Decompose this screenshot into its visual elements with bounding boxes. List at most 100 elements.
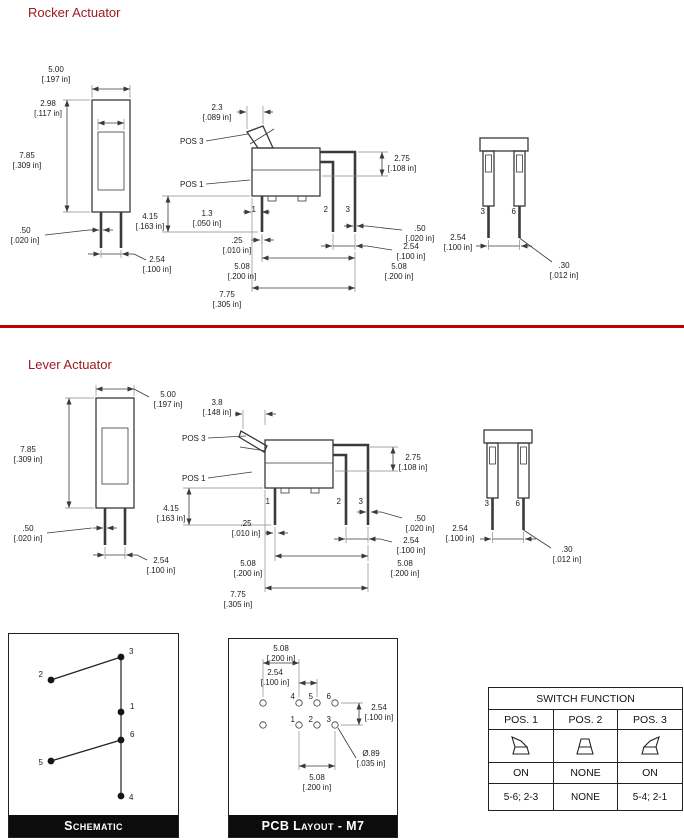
pcb-pin-5: 5 <box>309 692 314 701</box>
dim-pcb-row-pitch: 2.54[.100 in] <box>365 703 393 722</box>
dim-rocker-body-height: 7.85[.309 in] <box>13 151 41 170</box>
lever-rear-view: 3 6 <box>483 429 533 530</box>
schematic-pin-3: 3 <box>129 647 134 656</box>
table-header-pos2: POS. 2 <box>553 709 618 730</box>
pcb-hole <box>259 699 267 707</box>
schematic-node-2 <box>47 676 55 684</box>
lever-section-title: Lever Actuator <box>28 357 112 372</box>
schematic-pin-5: 5 <box>39 758 44 767</box>
dim-lever-left-pin-width: .50[.020 in] <box>14 524 42 543</box>
lever-front-view: 1 2 3 POS 3 POS 1 <box>182 430 370 525</box>
dim-lever-span-left: 5.08[.200 in] <box>234 559 262 578</box>
dim-lever-lead-spacing: 2.75[.108 in] <box>399 453 427 472</box>
rocker-tilt-left-icon <box>487 729 555 763</box>
pcb-layout-panel: 4 5 6 1 2 3 5.08[.200 in] 2.54[.100 in] … <box>228 638 398 838</box>
pcb-pin-4: 4 <box>291 692 296 701</box>
dim-rocker-pin-thickness: .25[.010 in] <box>223 236 251 255</box>
pcb-pin-1: 1 <box>291 715 296 724</box>
dim-pcb-col-pitch: 2.54[.100 in] <box>261 668 289 687</box>
lever-pin-label-2: 2 <box>337 497 342 506</box>
contacts-pos2: NONE <box>553 783 618 811</box>
dim-lever-span-right: 5.08[.200 in] <box>391 559 419 578</box>
lever-pos1-label: POS 1 <box>182 474 206 483</box>
dim-lever-overall-width: 7.75[.305 in] <box>224 590 252 609</box>
section-divider <box>0 325 684 328</box>
lever-pin-label-1: 1 <box>266 497 271 506</box>
dim-rocker-travel: 2.3[.089 in] <box>203 103 231 122</box>
technical-drawing: 5.00[.197 in] 2.98[.117 in] 7.85[.309 in… <box>11 65 581 609</box>
state-pos1: ON <box>487 762 555 784</box>
schematic-pin-2: 2 <box>39 670 44 679</box>
pcb-hole <box>259 721 267 729</box>
dim-lever-body-height: 7.85[.309 in] <box>14 445 42 464</box>
dim-rocker-lead-spacing: 2.75[.108 in] <box>388 154 416 173</box>
rocker-front-dims: 2.3[.089 in] 2.75[.108 in] 4.15[.163 in]… <box>136 103 434 309</box>
schematic-node-5 <box>47 757 55 765</box>
rocker-section-title: Rocker Actuator <box>28 5 121 20</box>
rocker-side-view <box>91 99 131 248</box>
schematic-footer-label: Schematic <box>9 815 178 837</box>
table-header-pos3: POS. 3 <box>616 709 684 730</box>
lever-front-dims: 3.8[.148 in] 2.75[.108 in] 4.15[.163 in]… <box>157 398 434 609</box>
dim-rocker-span-left: 5.08[.200 in] <box>228 262 256 281</box>
pcb-hole-5 <box>313 699 321 707</box>
dim-lever-side-pitch: 2.54[.100 in] <box>446 524 474 543</box>
dim-lever-pin-thickness: .25[.010 in] <box>232 519 260 538</box>
pcb-pin-3: 3 <box>327 715 332 724</box>
rocker-side-dims: 5.00[.197 in] 2.98[.117 in] 7.85[.309 in… <box>11 65 171 274</box>
pcb-pin-6: 6 <box>327 692 332 701</box>
schematic-node-6 <box>117 736 125 744</box>
pcb-pin-2: 2 <box>309 715 314 724</box>
schematic-pin-6: 6 <box>130 730 135 739</box>
pcb-hole-6 <box>331 699 339 707</box>
dim-lever-pin-length: 4.15[.163 in] <box>157 504 185 523</box>
rocker-pos1-label: POS 1 <box>180 180 204 189</box>
rocker-pin-label-3: 3 <box>346 205 351 214</box>
dim-rocker-side-pitch: 2.54[.100 in] <box>444 233 472 252</box>
lever-rear-pin-label-3: 3 <box>485 499 490 508</box>
pcb-hole-1 <box>295 721 303 729</box>
dim-lever-right-pitch: 2.54[.100 in] <box>397 536 425 555</box>
dim-lever-side-pin-thickness: .30[.012 in] <box>553 545 581 564</box>
dim-lever-left-pitch: 2.54[.100 in] <box>147 556 175 575</box>
rocker-pin-label-1: 1 <box>252 205 257 214</box>
pcb-hole-3 <box>331 721 339 729</box>
schematic-node-1 <box>117 708 125 716</box>
dim-rocker-pin-offset: 1.3[.050 in] <box>193 209 221 228</box>
schematic-node-3 <box>117 653 125 661</box>
table-header-pos1: POS. 1 <box>487 709 555 730</box>
dim-pcb-col-span: 5.08[.200 in] <box>267 644 295 663</box>
schematic-drawing: 3 1 6 4 2 5 <box>39 647 135 802</box>
rocker-rear-dims: 2.54[.100 in] .30[.012 in] <box>444 233 578 280</box>
schematic-pin-1: 1 <box>130 702 135 711</box>
dim-pcb-bottom-span: 5.08[.200 in] <box>303 773 331 792</box>
pcb-footer-label: PCB Layout - M7 <box>229 815 397 837</box>
dim-rocker-left-pin-width: .50[.020 in] <box>11 226 39 245</box>
rocker-center-icon <box>553 729 618 763</box>
dim-rocker-left-pitch: 2.54[.100 in] <box>143 255 171 274</box>
lever-pos3-label: POS 3 <box>182 434 206 443</box>
table-title: SWITCH FUNCTION <box>488 687 683 710</box>
lever-pin-label-3: 3 <box>359 497 364 506</box>
schematic-node-4 <box>117 792 125 800</box>
state-pos3: ON <box>616 762 684 784</box>
rocker-rear-pin-label-3: 3 <box>481 207 486 216</box>
dim-lever-travel: 3.8[.148 in] <box>203 398 231 417</box>
lever-rear-pin-label-6: 6 <box>516 499 521 508</box>
dim-rocker-side-pin-thickness: .30[.012 in] <box>550 261 578 280</box>
contacts-pos1: 5-6; 2-3 <box>487 783 555 811</box>
pcb-hole-4 <box>295 699 303 707</box>
contacts-pos3: 5-4; 2-1 <box>616 783 684 811</box>
lever-side-dims: 5.00[.197 in] 7.85[.309 in] .50[.020 in]… <box>14 385 182 575</box>
dim-rocker-pin-length: 4.15[.163 in] <box>136 212 164 231</box>
pcb-drawing: 4 5 6 1 2 3 5.08[.200 in] 2.54[.100 in] … <box>259 644 393 792</box>
dim-lever-top-width: 5.00[.197 in] <box>154 390 182 409</box>
schematic-panel: 3 1 6 4 2 5 Schematic <box>8 633 179 838</box>
rocker-tilt-right-icon <box>616 729 684 763</box>
schematic-pin-4: 4 <box>129 793 134 802</box>
dim-rocker-overall-width: 7.75[.305 in] <box>213 290 241 309</box>
pcb-hole-2 <box>313 721 321 729</box>
rocker-pin-label-2: 2 <box>324 205 329 214</box>
dim-rocker-right-pin-width: .50[.020 in] <box>406 224 434 243</box>
rocker-front-view: 1 2 3 POS 3 POS 1 <box>180 125 357 232</box>
